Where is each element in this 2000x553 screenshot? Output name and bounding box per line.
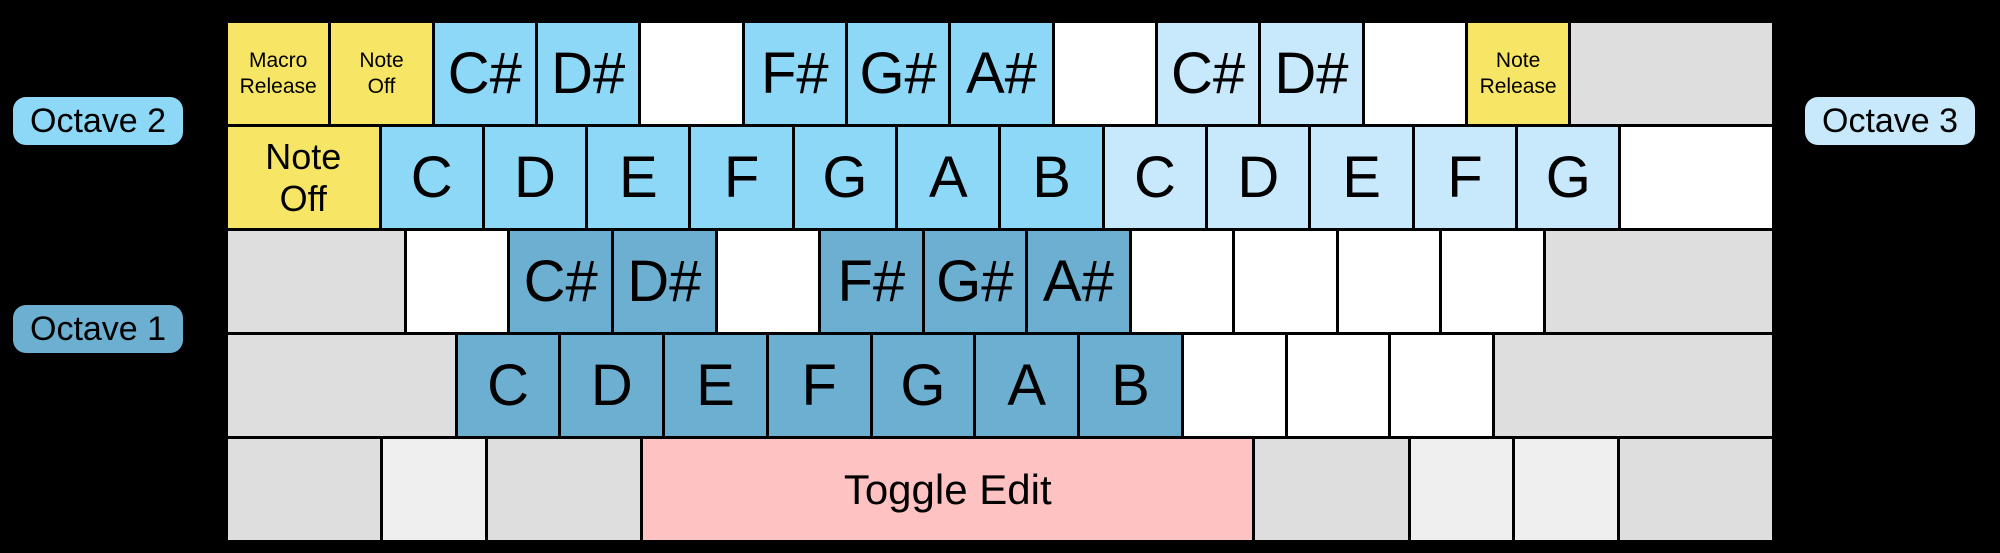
key-enter bbox=[1545, 231, 1772, 332]
key-m-b-octave1: B bbox=[1080, 335, 1181, 436]
key-left-ctrl bbox=[228, 439, 381, 540]
key-menu bbox=[1515, 439, 1617, 540]
octave-2-label: Octave 2 bbox=[13, 97, 184, 145]
key-f-unmapped bbox=[717, 231, 819, 332]
key-t-g-octave2: G bbox=[794, 127, 896, 228]
key-v-f-octave1: F bbox=[768, 335, 870, 436]
key-period-unmapped bbox=[1287, 335, 1389, 436]
key-lbracket-f-octave3: F bbox=[1414, 127, 1516, 228]
key-right-alt bbox=[1255, 439, 1408, 540]
key-rbracket-g-octave3: G bbox=[1518, 127, 1619, 228]
key-semicolon-unmapped bbox=[1338, 231, 1440, 332]
key-backtick-macro-release: Macro Release bbox=[228, 23, 329, 124]
key-6-gsharp-octave2: G# bbox=[847, 23, 949, 124]
key-c-e-octave1: E bbox=[665, 335, 766, 436]
key-w-d-octave2: D bbox=[484, 127, 586, 228]
keyboard-row-3: C#D# F#G#A# bbox=[228, 231, 1772, 332]
key-i-c-octave3: C bbox=[1104, 127, 1206, 228]
key-tab-note-off: Note Off bbox=[228, 127, 379, 228]
key-7-asharp-octave2: A# bbox=[951, 23, 1052, 124]
key-d-dsharp-octave1: D# bbox=[614, 231, 715, 332]
key-space-toggle-edit: Toggle Edit bbox=[643, 439, 1253, 540]
key-q-c-octave2: C bbox=[381, 127, 482, 228]
key-left-shift bbox=[228, 335, 455, 436]
key-right-win bbox=[1410, 439, 1513, 540]
key-p-e-octave3: E bbox=[1311, 127, 1412, 228]
key-8-unmapped bbox=[1054, 23, 1155, 124]
key-backspace bbox=[1571, 23, 1772, 124]
key-x-d-octave1: D bbox=[561, 335, 663, 436]
key-4-unmapped bbox=[641, 23, 742, 124]
key-capslock bbox=[228, 231, 404, 332]
key-a-unmapped bbox=[406, 231, 508, 332]
octave-3-label: Octave 3 bbox=[1805, 97, 1976, 145]
key-2-csharp-octave2: C# bbox=[434, 23, 535, 124]
key-r-f-octave2: F bbox=[691, 127, 792, 228]
key-h-gsharp-octave1: G# bbox=[924, 231, 1026, 332]
key-b-g-octave1: G bbox=[872, 335, 974, 436]
key-equals-note-release: Note Release bbox=[1467, 23, 1569, 124]
key-z-c-octave1: C bbox=[457, 335, 559, 436]
key-slash-unmapped bbox=[1391, 335, 1492, 436]
key-quote-unmapped bbox=[1442, 231, 1543, 332]
key-minus-unmapped bbox=[1364, 23, 1465, 124]
key-comma-unmapped bbox=[1183, 335, 1285, 436]
key-5-fsharp-octave2: F# bbox=[744, 23, 845, 124]
key-left-alt bbox=[487, 439, 641, 540]
key-0-dsharp-octave3: D# bbox=[1261, 23, 1362, 124]
key-g-fsharp-octave1: F# bbox=[821, 231, 922, 332]
key-right-shift bbox=[1495, 335, 1773, 436]
key-l-unmapped bbox=[1235, 231, 1336, 332]
key-u-b-octave2: B bbox=[1001, 127, 1102, 228]
key-o-d-octave3: D bbox=[1208, 127, 1309, 228]
key-j-asharp-octave1: A# bbox=[1028, 231, 1129, 332]
key-9-csharp-octave3: C# bbox=[1157, 23, 1259, 124]
key-n-a-octave1: A bbox=[976, 335, 1078, 436]
key-3-dsharp-octave2: D# bbox=[537, 23, 639, 124]
key-s-csharp-octave1: C# bbox=[510, 231, 611, 332]
key-left-win bbox=[383, 439, 485, 540]
key-k-unmapped bbox=[1131, 231, 1233, 332]
octave-1-label: Octave 1 bbox=[13, 305, 184, 353]
key-right-ctrl bbox=[1619, 439, 1772, 540]
key-e-e-octave2: E bbox=[588, 127, 689, 228]
key-1-note-off: Note Off bbox=[331, 23, 432, 124]
key-backslash-unmapped bbox=[1621, 127, 1772, 228]
key-y-a-octave2: A bbox=[898, 127, 999, 228]
keyboard-row-5: Toggle Edit bbox=[228, 439, 1772, 540]
